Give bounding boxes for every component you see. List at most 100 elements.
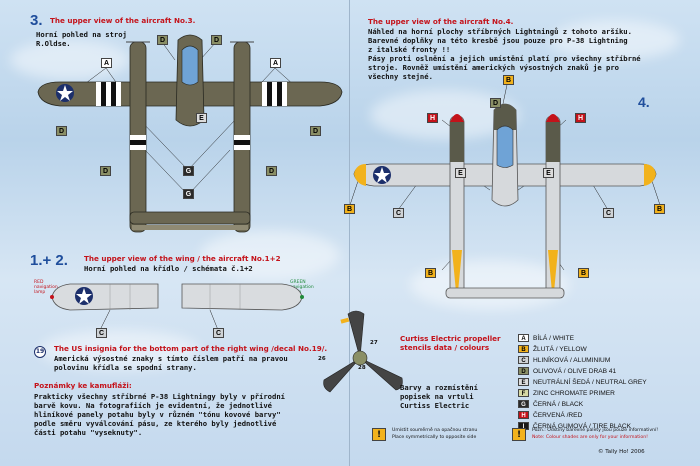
wing-title-en: The upper view of the wing / the aircraf… [84, 254, 281, 263]
aircraft-4-text-2: Barevné doplňky na této kresbě jsou pouz… [368, 36, 628, 45]
legend-row-b: B ŽLUTÁ / YELLOW [518, 345, 587, 354]
insignia-title-en: The US insignia for the bottom part of t… [54, 344, 328, 353]
legend-code-c: C [518, 356, 529, 365]
callout-c-2: C [213, 328, 224, 338]
legend-row-f: F ZINC CHROMATE PRIMER [518, 389, 615, 398]
legend-code-g: G [518, 400, 529, 409]
legend-row-c: C HLINÍKOVÁ / ALUMINIUM [518, 356, 610, 365]
callout-d-1: D [157, 35, 168, 45]
aircraft-3-sub-1: Horní pohled na stroj [36, 30, 127, 39]
prop-text-1: Barvy a rozmístění [400, 383, 478, 392]
prop-text-2: popisek na vrtuli [400, 392, 474, 401]
propeller-drawing [323, 310, 403, 393]
callout-b-2: B [344, 204, 355, 214]
legend-code-h: H [518, 411, 529, 420]
callout-h-1: H [427, 113, 438, 123]
callout-g-1: G [183, 166, 194, 176]
red-lamp-2: navigation [34, 285, 58, 290]
legend-code-e: E [518, 378, 529, 387]
prop-title-2: stencils data / colours [400, 343, 490, 352]
legend-code-d: D [518, 367, 529, 376]
red-lamp-1: RED [34, 280, 44, 285]
callout-c-3: C [393, 208, 404, 218]
camo-note-5: části potahu "vyseknuty". [34, 428, 143, 437]
legend-code-f: F [518, 389, 529, 398]
callout-a-1: A [101, 58, 112, 68]
callout-d-4: D [310, 126, 321, 136]
prop-decal-26: 26 [318, 356, 326, 362]
callout-c-1: C [96, 328, 107, 338]
legend-label-i: ČERNÁ GUMOVÁ / TIRE BLACK [533, 423, 632, 430]
prop-decal-27: 27 [370, 340, 378, 346]
info-note-icon: ! [512, 428, 526, 441]
legend-row-g: G ČERNÁ / BLACK [518, 400, 583, 409]
callout-d-7: D [490, 98, 501, 108]
symmetric-note-2: Place symmetrically to opposite side [392, 435, 477, 440]
aircraft-4-number: 4. [638, 94, 650, 110]
legend-row-a: A BÍLÁ / WHITE [518, 334, 574, 343]
symmetric-note-1: Umístit souměrně na opačnou stranu [392, 428, 478, 433]
callout-e-2: E [455, 168, 466, 178]
aircraft-4-text-3: z italské fronty !! [368, 45, 451, 54]
red-lamp-label: RED navigation lamp [34, 280, 58, 295]
insignia-title-cz-1: Americká výsostné znaky s tímto číslem p… [54, 354, 288, 363]
aircraft-3-sub-2: R.Oldse. [36, 39, 71, 48]
wing-title-cz: Horní pohled na křídlo / schémata č.1+2 [84, 264, 253, 273]
callout-h-2: H [575, 113, 586, 123]
callout-b-1: B [503, 75, 514, 85]
info-note-2: Note: Colour shades are only for your in… [532, 435, 648, 440]
callout-e-3: E [543, 168, 554, 178]
legend-label-a: BÍLÁ / WHITE [533, 335, 575, 342]
aircraft-4-text-5: stroje. Rovněž umístění amerických výsos… [368, 63, 619, 72]
aircraft-4-title: The upper view of the aircraft No.4. [368, 17, 514, 26]
callout-d-6: D [266, 166, 277, 176]
aircraft-4-text-1: Náhled na horní plochy stříbrných Lightn… [368, 27, 632, 36]
green-lamp-2: navigation [290, 285, 314, 290]
legend-label-h: ČERVENÁ /RED [533, 412, 583, 419]
callout-e-1: E [196, 113, 207, 123]
legend-row-e: E NEUTRÁLNÍ ŠEDÁ / NEUTRAL GREY [518, 378, 647, 387]
callout-d-5: D [100, 166, 111, 176]
aircraft-3-title: The upper view of the aircraft No.3. [50, 16, 196, 25]
callout-b-5: B [578, 268, 589, 278]
green-lamp-1: GREEN [290, 280, 306, 285]
wing-number: 1.+ 2. [30, 252, 68, 269]
camo-note-4: podle směru vyválcování pásu, ze kterého… [34, 419, 277, 428]
camo-note-title: Poznámky ke kamufláži: [34, 381, 132, 390]
legend-label-f: ZINC CHROMATE PRIMER [533, 390, 615, 397]
legend-label-d: OLIVOVÁ / OLIVE DRAB 41 [533, 368, 617, 375]
legend-code-a: A [518, 334, 529, 343]
legend-label-g: ČERNÁ / BLACK [533, 401, 584, 408]
copyright: © Tally Ho! 2006 [598, 449, 645, 455]
callout-a-2: A [270, 58, 281, 68]
aircraft-3-number: 3. [30, 12, 43, 29]
legend-row-h: H ČERVENÁ /RED [518, 411, 582, 420]
aircraft-4-text-6: všechny stejné. [368, 72, 433, 81]
legend-row-d: D OLIVOVÁ / OLIVE DRAB 41 [518, 367, 616, 376]
aircraft-4-drawing [349, 79, 661, 299]
camo-note-2: barvě kovu. Na fotografiích je evidentní… [34, 401, 272, 410]
legend-label-e: NEUTRÁLNÍ ŠEDÁ / NEUTRAL GREY [533, 379, 647, 386]
decal-19-marker: 19 [34, 346, 46, 358]
insignia-title-cz-2: polovinu křídla se spodní strany. [54, 363, 197, 372]
legend-code-b: B [518, 345, 529, 354]
prop-text-3: Curtiss Electric [400, 401, 470, 410]
right-page [350, 0, 700, 466]
aircraft-4-text-4: Pásy proti oslnění a jejich umístění pla… [368, 54, 641, 63]
camo-note-1: Prakticky všechny stříbrné P-38 Lightnin… [34, 392, 285, 401]
symmetric-note-icon: ! [372, 428, 386, 441]
red-lamp-3: lamp [34, 290, 46, 295]
prop-title-1: Curtiss Electric propeller [400, 334, 501, 343]
wing-drawing [50, 283, 304, 331]
legend-label-b: ŽLUTÁ / YELLOW [533, 346, 587, 353]
callout-g-2: G [183, 189, 194, 199]
callout-b-3: B [654, 204, 665, 214]
info-note-1: Pozn.: Odstíny barevné palety jsou pouze… [532, 428, 659, 433]
legend-label-c: HLINÍKOVÁ / ALUMINIUM [533, 357, 611, 364]
callout-b-4: B [425, 268, 436, 278]
prop-decal-28: 28 [358, 365, 366, 371]
left-page [349, 0, 350, 466]
callout-d-2: D [211, 35, 222, 45]
callout-d-3: D [56, 126, 67, 136]
camo-note-3: hliníkové panely potahu byly v různém "t… [34, 410, 281, 419]
